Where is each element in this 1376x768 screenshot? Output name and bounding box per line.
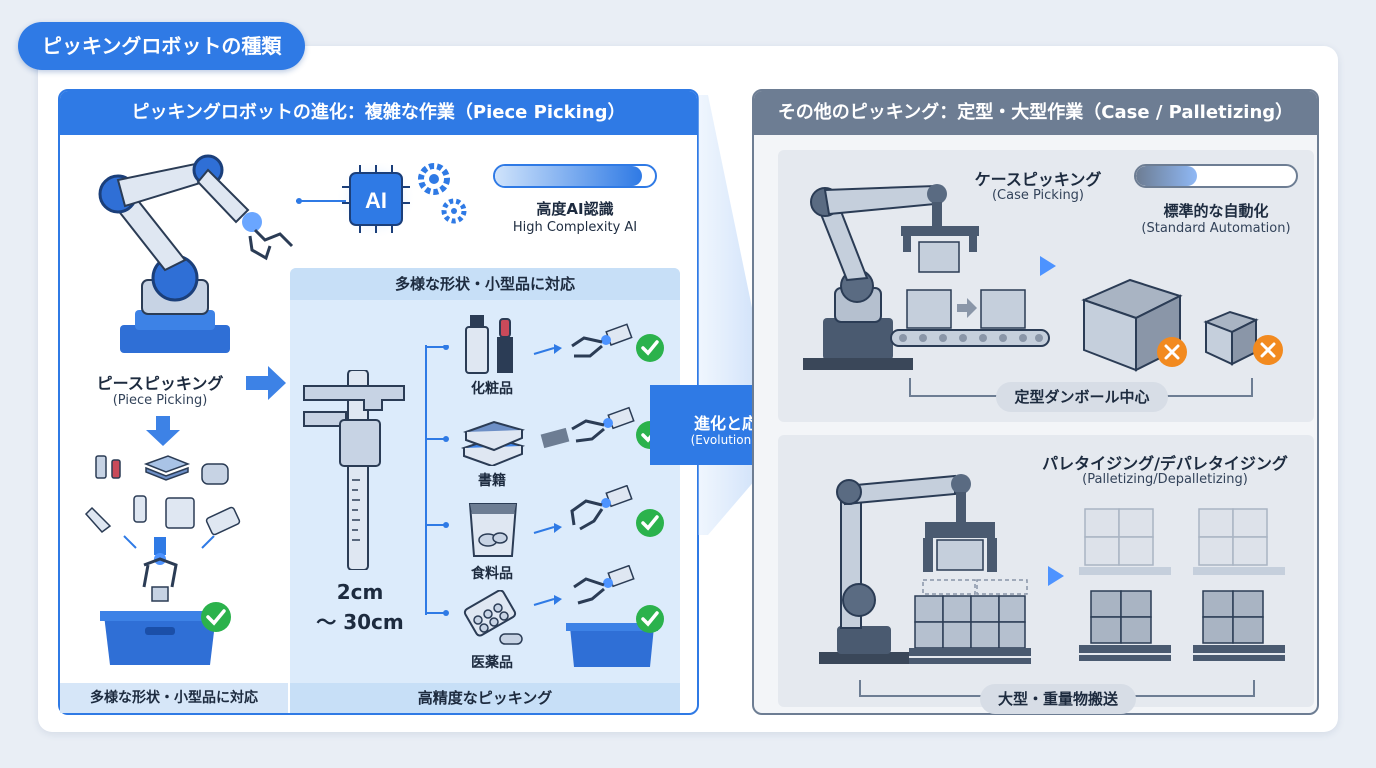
case-picking-title-en: (Case Picking)	[991, 188, 1085, 203]
case-boxes-icon	[1081, 278, 1283, 372]
gripper-medicine-bin-icon	[533, 565, 664, 667]
pallet-stacks-icon	[1079, 508, 1285, 661]
auto-level-fill	[1136, 166, 1197, 186]
books-icon	[460, 420, 526, 466]
items-bracket-icon	[425, 345, 449, 616]
case-flow-arrow-icon	[1040, 256, 1056, 276]
palletizing-robot-icon	[819, 474, 1031, 664]
item-label-food: 食料品	[471, 566, 513, 582]
gripper-cosmetics-icon	[533, 323, 664, 362]
case-picking-title: ケースピッキング	[974, 170, 1102, 189]
pallet-flow-arrow-icon	[1048, 566, 1064, 586]
palletizing-title-en: (Palletizing/Depalletizing)	[1082, 472, 1248, 487]
item-label-medicine: 医薬品	[471, 655, 513, 671]
gripper-food-icon	[533, 485, 664, 537]
medicine-icon	[463, 590, 523, 645]
item-label-cosmetics: 化粧品	[471, 381, 513, 397]
size-range-max: ～ 30cm	[316, 610, 404, 634]
check-icon	[201, 602, 231, 632]
piece-picking-label-en: (Piece Picking)	[112, 393, 208, 408]
ai-chip-icon: AI	[336, 163, 467, 239]
case-robot-icon	[803, 184, 1050, 370]
ai-caption-en: High Complexity AI	[512, 220, 638, 235]
ai-connector-icon	[296, 198, 346, 204]
ai-chip-label: AI	[365, 188, 387, 213]
right-arrow-icon	[246, 366, 286, 400]
item-label-books: 書籍	[478, 473, 506, 489]
scattered-items-icon	[84, 455, 241, 549]
pallet-footer-label: 大型・重量物搬送	[980, 684, 1136, 714]
standard-automation-label-en: (Standard Automation)	[1141, 221, 1291, 236]
page-title: ピッキングロボットの種類	[18, 22, 306, 70]
footer-inner-label: 高精度なピッキング	[290, 683, 680, 713]
ai-caption-jp: 高度AI認識	[536, 200, 614, 218]
case-palletizing-header: その他のピッキング：定型・大型作業（Case / Palletizing）	[754, 91, 1317, 135]
food-package-icon	[468, 503, 518, 557]
down-arrow-icon	[146, 416, 180, 446]
cosmetics-icon	[465, 315, 513, 374]
piece-gripper-bin-icon	[100, 537, 231, 665]
case-footer-label: 定型ダンボール中心	[996, 382, 1168, 412]
size-range-min: 2cm	[336, 580, 384, 604]
auto-level-bar	[1134, 164, 1298, 188]
piece-picking-label: ピースピッキング	[96, 374, 224, 393]
palletizing-title: パレタイジング/デパレタイジング	[1042, 454, 1288, 473]
standard-automation-label: 標準的な自動化	[1163, 202, 1269, 220]
footer-left-label: 多様な形状・小型品に対応	[60, 683, 288, 713]
small-items-header: 多様な形状・小型品に対応	[290, 268, 680, 300]
ai-level-fill	[495, 166, 643, 186]
ai-level-bar	[493, 164, 657, 188]
piece-picking-header: ピッキングロボットの進化：複雑な作業（Piece Picking）	[60, 91, 697, 135]
caliper-icon	[303, 370, 405, 570]
piece-robot-arm-icon	[98, 154, 294, 353]
